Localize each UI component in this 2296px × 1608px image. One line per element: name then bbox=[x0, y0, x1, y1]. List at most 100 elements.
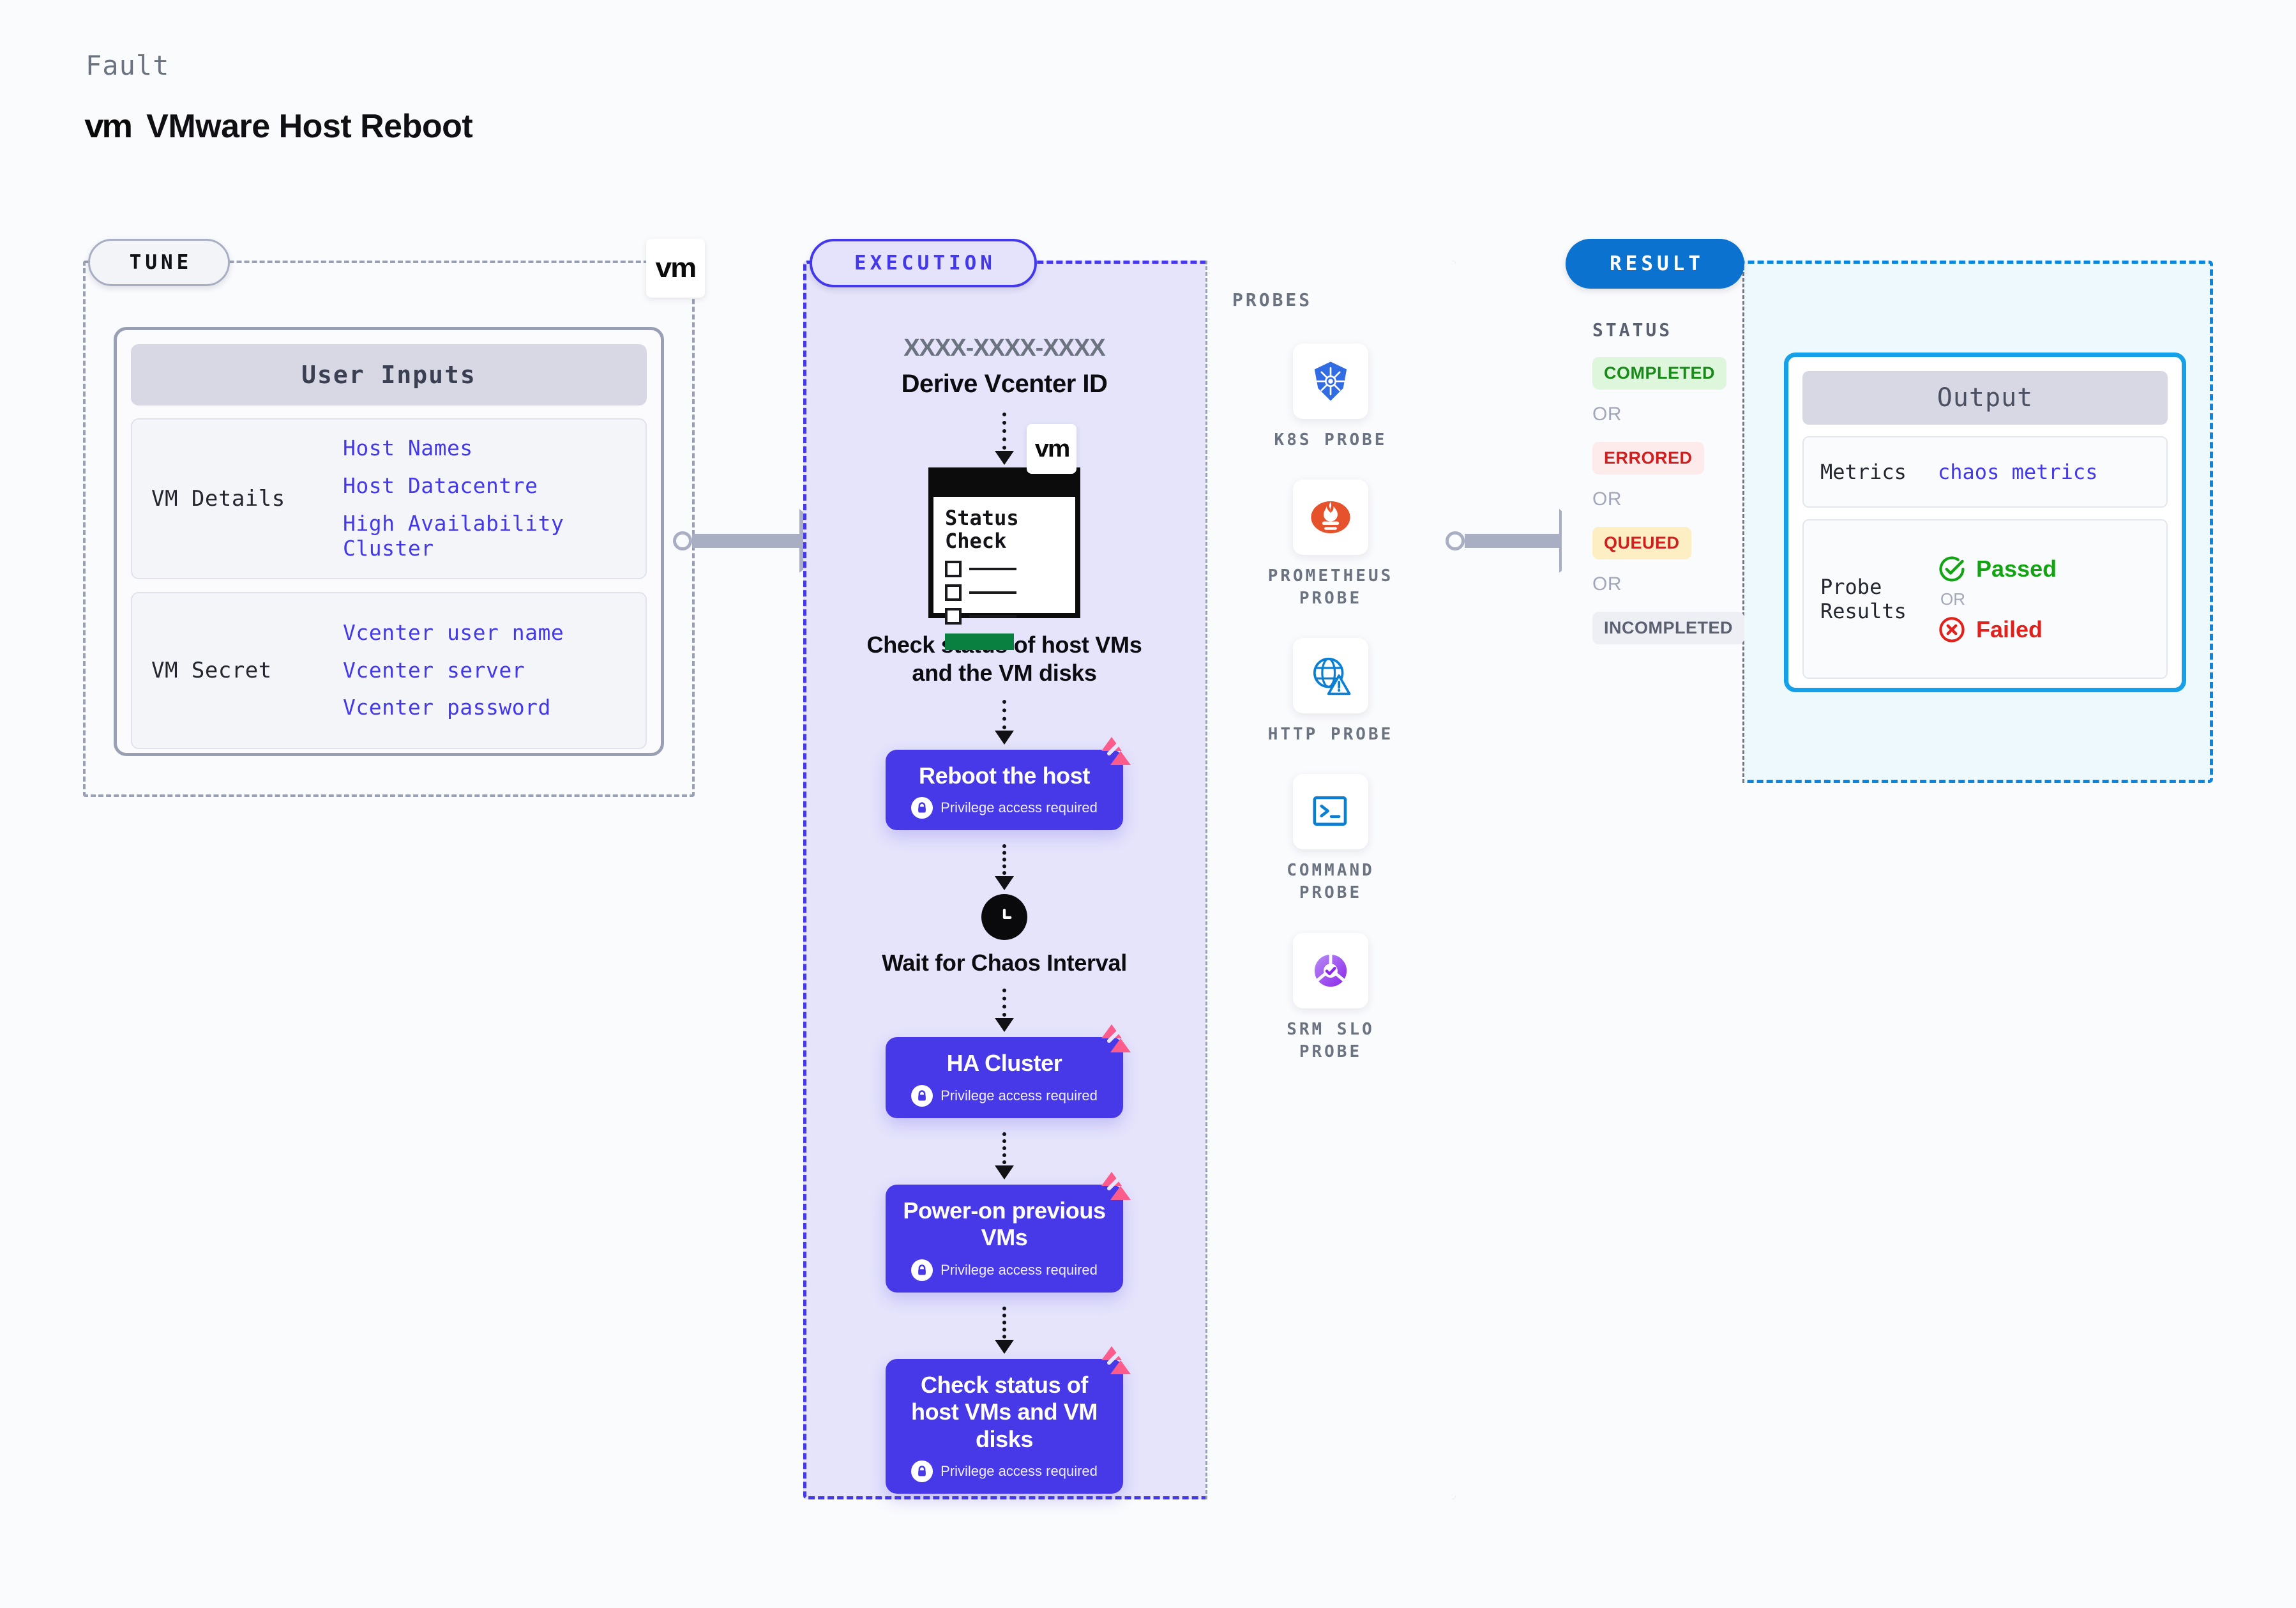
connector-start-dot bbox=[673, 531, 692, 550]
probes-section-label: PROBES bbox=[1232, 289, 1313, 310]
srm-slo-icon bbox=[1293, 932, 1368, 1008]
probe-label: COMMAND PROBE bbox=[1287, 861, 1375, 903]
probes-subsection-frame bbox=[1205, 261, 1456, 1499]
execution-vmware-logo-icon: vm bbox=[1027, 424, 1076, 474]
privilege-note: Privilege access required bbox=[896, 797, 1113, 819]
task-title: Check status of host VMs and VM disks bbox=[910, 1371, 1098, 1452]
clock-icon bbox=[981, 894, 1027, 941]
output-row-probe-results: Probe Results Passed OR Failed bbox=[1802, 519, 2168, 679]
checklist-rows bbox=[945, 560, 1064, 625]
vm-details-label: VM Details bbox=[151, 486, 285, 512]
probe-item-http[interactable]: HTTP PROBE bbox=[1235, 638, 1426, 746]
chaos-badge-icon bbox=[1101, 1171, 1131, 1200]
probe-item-command[interactable]: COMMAND PROBE bbox=[1235, 774, 1426, 904]
page-title: VMware Host Reboot bbox=[146, 108, 473, 145]
status-check-window-icon: Status Check bbox=[928, 467, 1080, 650]
chaos-badge-icon bbox=[1101, 1346, 1131, 1374]
privilege-text: Privilege access required bbox=[940, 1087, 1098, 1104]
page-title-row: vm VMware Host Reboot bbox=[84, 107, 473, 146]
status-ok-bar bbox=[945, 633, 1014, 650]
probe-label: PROMETHEUS PROBE bbox=[1267, 566, 1394, 609]
flow-arrow bbox=[995, 413, 1014, 465]
checklist-row bbox=[945, 607, 1064, 625]
probe-result-passed: Passed bbox=[1938, 555, 2057, 583]
task-card-power-on-previous-vms[interactable]: Power-on previous VMs Privilege access r… bbox=[886, 1171, 1131, 1293]
flow-arrow bbox=[995, 1132, 1014, 1179]
status-or-label: OR bbox=[1592, 573, 1622, 595]
task-card-check-status-of-host-vms[interactable]: Check status of host VMs and VM disks Pr… bbox=[886, 1346, 1131, 1494]
task-title: Reboot the host bbox=[919, 762, 1090, 789]
probes-column: PROBES K8S PR bbox=[1205, 261, 1456, 1499]
input-vcenter-user-name[interactable]: Vcenter user name bbox=[343, 619, 564, 645]
wait-for-chaos-interval-label: Wait for Chaos Interval bbox=[882, 950, 1127, 976]
probe-label: SRM SLO PROBE bbox=[1287, 1019, 1375, 1061]
flow-arrow bbox=[995, 699, 1014, 745]
privilege-note: Privilege access required bbox=[896, 1084, 1113, 1107]
task-title: Power-on previous VMs bbox=[903, 1197, 1106, 1251]
probe-item-srm-slo[interactable]: SRM SLO PROBE bbox=[1235, 932, 1426, 1063]
status-or-label: OR bbox=[1592, 489, 1622, 510]
task-card-reboot-the-host[interactable]: Reboot the host Privilege access require… bbox=[886, 736, 1131, 831]
probe-label: K8S PROBE bbox=[1274, 430, 1387, 450]
status-heading: STATUS bbox=[1592, 319, 1673, 340]
vm-secret-values: Vcenter user name Vcenter server Vcenter… bbox=[343, 619, 564, 721]
output-card: Output Metrics chaos metrics Probe Resul… bbox=[1784, 353, 2186, 692]
input-vcenter-password[interactable]: Vcenter password bbox=[343, 695, 551, 720]
failed-label: Failed bbox=[1976, 616, 2043, 642]
check-status-caption: Check status of host VMs and the VM disk… bbox=[866, 632, 1142, 686]
probe-label: HTTP PROBE bbox=[1267, 725, 1394, 745]
metrics-value[interactable]: chaos metrics bbox=[1938, 460, 2098, 484]
status-column: STATUS COMPLETED OR ERRORED OR QUEUED OR… bbox=[1592, 319, 1752, 644]
input-high-availability-cluster[interactable]: High Availability Cluster bbox=[343, 511, 564, 561]
checkbox-icon bbox=[945, 607, 962, 625]
status-subsection-frame bbox=[1562, 261, 1744, 783]
input-vcenter-server[interactable]: Vcenter server bbox=[343, 657, 525, 683]
status-check-heading: Status Check bbox=[945, 506, 1019, 553]
output-row-metrics: Metrics chaos metrics bbox=[1802, 436, 2168, 508]
privilege-text: Privilege access required bbox=[940, 1463, 1098, 1479]
prometheus-icon bbox=[1293, 480, 1368, 556]
probe-item-prometheus[interactable]: PROMETHEUS PROBE bbox=[1235, 480, 1426, 610]
chaos-badge-icon bbox=[1101, 736, 1131, 765]
privilege-text: Privilege access required bbox=[940, 1261, 1098, 1278]
probe-result-or-label: OR bbox=[1940, 589, 1965, 609]
execution-pill: EXECUTION bbox=[810, 239, 1037, 287]
checklist-row bbox=[945, 560, 1064, 577]
task-card-ha-cluster[interactable]: HA Cluster Privilege access required bbox=[886, 1024, 1131, 1118]
terminal-icon bbox=[1293, 774, 1368, 850]
kubernetes-icon bbox=[1293, 344, 1368, 419]
status-or-label: OR bbox=[1592, 404, 1622, 425]
user-inputs-title: User Inputs bbox=[131, 344, 647, 406]
vm-details-values: Host Names Host Datacentre High Availabi… bbox=[343, 436, 564, 561]
privilege-text: Privilege access required bbox=[940, 800, 1098, 816]
status-badge-queued: QUEUED bbox=[1592, 527, 1691, 559]
input-host-names[interactable]: Host Names bbox=[343, 436, 473, 461]
lock-icon bbox=[911, 1460, 933, 1482]
status-badge-incompleted: INCOMPLETED bbox=[1592, 612, 1745, 644]
flow-arrow bbox=[995, 1306, 1014, 1354]
vm-secret-group: VM Secret Vcenter user name Vcenter serv… bbox=[131, 592, 647, 749]
connector-bar bbox=[1465, 534, 1560, 548]
probe-results-key: Probe Results bbox=[1820, 574, 1907, 623]
lock-icon bbox=[911, 1084, 933, 1107]
page-kicker: Fault bbox=[86, 50, 170, 81]
http-globe-warning-icon bbox=[1293, 638, 1368, 714]
passed-label: Passed bbox=[1976, 555, 2057, 582]
execution-flow-column: XXXX-XXXX-XXXX Derive Vcenter ID Status … bbox=[803, 281, 1205, 1494]
checklist-row bbox=[945, 584, 1064, 601]
input-host-datacentre[interactable]: Host Datacentre bbox=[343, 473, 538, 499]
status-badge-errored: ERRORED bbox=[1592, 442, 1704, 474]
flow-arrow bbox=[995, 989, 1014, 1033]
result-pill: RESULT bbox=[1566, 239, 1744, 289]
probes-list: K8S PROBE PROMETHEUS PROBE bbox=[1205, 344, 1456, 1063]
probe-result-failed: Failed bbox=[1938, 616, 2057, 644]
check-circle-icon bbox=[1939, 556, 1965, 581]
x-circle-icon bbox=[1939, 616, 1965, 642]
connector-bar bbox=[692, 534, 801, 548]
derive-vcenter-id-label: Derive Vcenter ID bbox=[901, 370, 1108, 398]
flow-arrow bbox=[995, 844, 1014, 891]
probe-item-k8s[interactable]: K8S PROBE bbox=[1235, 344, 1426, 451]
tune-pill: TUNE bbox=[88, 239, 230, 286]
window-titlebar bbox=[933, 473, 1075, 497]
